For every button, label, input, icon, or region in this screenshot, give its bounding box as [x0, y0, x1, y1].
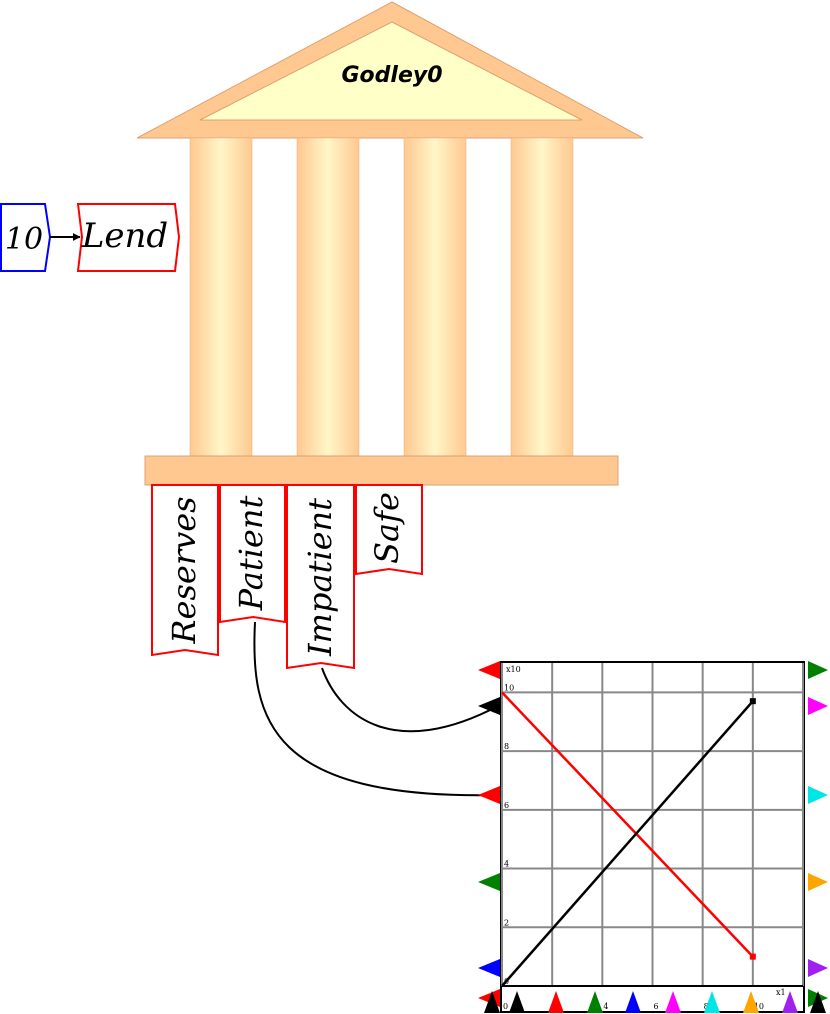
godley-column-4 — [510, 137, 574, 457]
y-tick-label: 4 — [504, 860, 509, 869]
plot-input-port-bottom — [509, 991, 525, 1013]
y-tick-label: 8 — [504, 742, 509, 751]
plot-input-port-bottom — [484, 991, 500, 1013]
plot-input-port-bottom — [704, 991, 720, 1013]
plot-ports — [478, 661, 828, 1013]
plot-input-port-bottom — [810, 991, 826, 1013]
stock-patient[interactable]: Patient — [219, 484, 286, 624]
godley-column-2 — [296, 137, 360, 457]
godley-column-1 — [189, 137, 253, 457]
godley-title: Godley0 — [341, 63, 442, 88]
x-tick-label: 6 — [654, 1002, 659, 1011]
stock-impatient[interactable]: Impatient — [286, 484, 355, 670]
stock-label: Reserves — [165, 496, 203, 644]
plot-input-port-bottom — [782, 991, 798, 1013]
plot-input-port-left — [478, 697, 500, 715]
x-tick-label: 8 — [704, 1002, 709, 1011]
plot-input-port-bottom — [548, 991, 564, 1013]
stock-label: Safe — [368, 492, 406, 564]
flow-node-lend[interactable]: Lend — [76, 203, 181, 272]
plot-grid — [501, 663, 804, 987]
series-line-1 — [501, 700, 754, 987]
stock-label: Impatient — [301, 498, 339, 657]
plot-y-multiplier: x10 — [506, 665, 521, 674]
series-end-marker-0 — [749, 953, 756, 960]
x-tick-label: 4 — [603, 1002, 608, 1011]
constant-value: 10 — [5, 222, 43, 257]
plot-input-port-bottom — [665, 991, 681, 1013]
x-tick-label: 10 — [754, 1002, 764, 1011]
plot-x-multiplier: x1 — [776, 988, 786, 997]
plot-input-port-right — [808, 959, 828, 977]
plot-input-port-right — [808, 661, 828, 679]
plot-input-port-bottom — [587, 991, 603, 1013]
godley-column-3 — [403, 137, 467, 457]
plot-input-port-right — [808, 873, 828, 891]
plot-input-port-left — [478, 959, 500, 977]
stock-safe[interactable]: Safe — [355, 484, 423, 576]
plot-widget[interactable]: 02468100246810 x10 x1 — [478, 661, 828, 1013]
godley-table[interactable]: Godley0 — [136, 1, 644, 486]
y-tick-label: 10 — [504, 683, 514, 692]
stock-label: Patient — [232, 496, 270, 612]
constant-node[interactable]: 10 — [0, 203, 52, 272]
stock-shape — [151, 484, 219, 657]
godley-pediment — [199, 21, 583, 121]
wire-patient-to-plot[interactable] — [253, 621, 499, 800]
stock-shape — [355, 484, 423, 576]
plot-input-port-left — [478, 661, 500, 679]
constant-shape — [0, 203, 52, 272]
flow-shape — [76, 203, 181, 272]
plot-input-port-bottom — [625, 991, 641, 1013]
plot-input-port-left — [478, 873, 500, 891]
series-end-marker-1 — [749, 698, 756, 705]
series-line-0 — [501, 691, 754, 958]
plot-series-layer — [501, 691, 756, 987]
stock-shape — [219, 484, 286, 624]
flow-label: Lend — [81, 216, 168, 256]
y-tick-label: 6 — [504, 801, 509, 810]
godley-base — [144, 455, 619, 486]
stock-shape — [286, 484, 355, 670]
plot-input-port-right — [808, 786, 828, 804]
wire-impatient-to-plot[interactable] — [321, 667, 499, 733]
plot-input-port-left — [478, 786, 500, 804]
stock-reserves[interactable]: Reserves — [151, 484, 219, 657]
x-tick-label: 0 — [503, 1002, 508, 1011]
plot-input-port-bottom — [743, 991, 759, 1013]
y-tick-label: 2 — [504, 918, 509, 927]
plot-input-port-right — [808, 697, 828, 715]
